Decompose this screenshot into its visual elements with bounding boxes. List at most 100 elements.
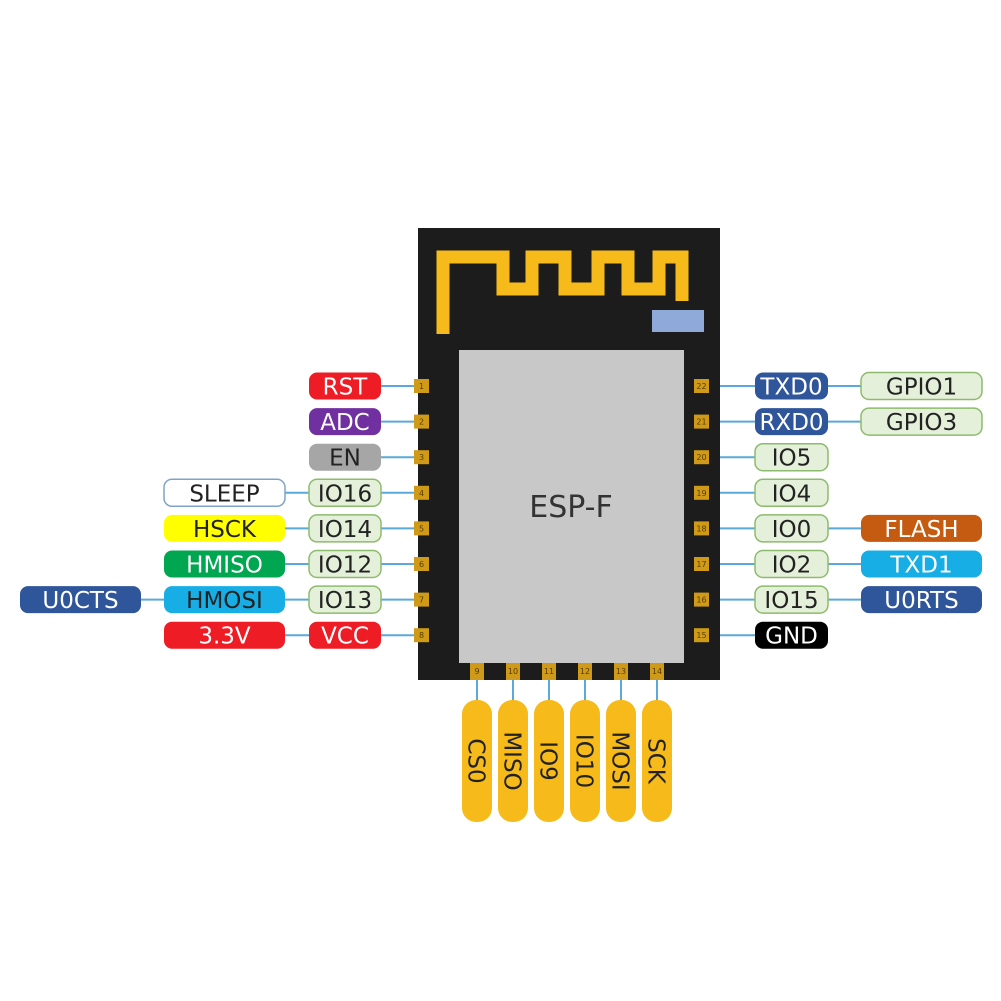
pin-pad (470, 663, 484, 680)
pin-label-box-txd1 (861, 550, 982, 578)
pin-label-u0rts: U0RTS (884, 588, 958, 614)
pin-pad (694, 628, 709, 643)
pin-label-box-io4 (754, 478, 829, 508)
bottom-pin-label-box-miso (498, 700, 528, 822)
pin-pad (694, 379, 709, 393)
pin-pad (694, 450, 709, 465)
pin-pad (414, 592, 429, 607)
pin-label-box-gnd (755, 621, 828, 649)
pin-pad (578, 663, 592, 680)
antenna-trace (436, 250, 689, 334)
pin-label-txd1: TXD1 (889, 553, 952, 579)
status-led (652, 310, 704, 332)
pin-number: 22 (696, 382, 706, 391)
pin-label-hmosi: HMOSI (186, 588, 263, 614)
pin-label-hmiso: HMISO (186, 553, 263, 579)
pin-number: 16 (696, 596, 706, 605)
bottom-pin-label-box-io10 (570, 700, 600, 822)
pin-label-box-vcc (309, 621, 381, 649)
pin-pad (542, 663, 556, 680)
bottom-pin-label-box-mosi (606, 700, 636, 822)
pin-label-flash: FLASH (884, 517, 958, 543)
pin-number: 7 (419, 596, 424, 605)
pin-number: 12 (580, 667, 590, 676)
pin-label-box-sleep (163, 478, 286, 508)
pin-number: 8 (419, 631, 424, 640)
pin-pad (414, 379, 429, 393)
pin-label-box-io14 (308, 514, 382, 543)
pin-label-box-io12 (308, 549, 382, 579)
pin-label-3-3v: 3.3V (198, 624, 251, 650)
pin-pad (414, 414, 429, 429)
pin-label-rst: RST (323, 375, 369, 401)
pin-label-box-io15 (754, 585, 829, 614)
pin-label-hsck: HSCK (193, 517, 257, 543)
pin-label-box-hsck (164, 514, 285, 542)
pin-number: 4 (419, 489, 424, 498)
pin-number: 2 (419, 418, 424, 427)
pin-label-box-flash (861, 514, 982, 542)
pin-label-io16: IO16 (318, 481, 372, 507)
pin-pad (414, 450, 429, 465)
pin-number: 20 (696, 453, 706, 462)
bottom-pin-label-io10: IO10 (571, 734, 597, 788)
pin-number: 11 (544, 667, 554, 676)
pin-label-box-io5 (754, 442, 829, 472)
rf-shield (459, 350, 684, 663)
pin-number: 14 (652, 667, 662, 676)
pin-label-io2: IO2 (772, 553, 812, 579)
pin-label-gpio1: GPIO1 (886, 375, 957, 401)
pin-label-io13: IO13 (318, 588, 372, 614)
pin-label-txd0: TXD0 (759, 375, 822, 401)
bottom-pin-label-box-sck (642, 700, 672, 822)
pin-label-box-io13 (308, 585, 382, 614)
pin-label-io5: IO5 (772, 446, 812, 472)
pin-label-box-u0cts (20, 586, 141, 614)
pin-number: 15 (696, 631, 706, 640)
pin-pad (694, 592, 709, 607)
pin-label-box-en (309, 443, 381, 471)
pin-label-box-hmosi (164, 586, 285, 614)
pin-label-u0cts: U0CTS (42, 588, 118, 614)
pin-label-adc: ADC (320, 410, 370, 436)
pin-pad (694, 521, 709, 536)
pin-label-box-rxd0 (755, 408, 828, 436)
pin-label-box-gpio3 (860, 407, 983, 436)
pin-number: 13 (616, 667, 626, 676)
bottom-pin-label-miso: MISO (499, 731, 525, 790)
pin-label-box-io16 (308, 478, 382, 508)
pin-label-box-rst (309, 372, 381, 400)
pin-pad (414, 485, 429, 500)
pin-label-box-adc (309, 408, 381, 436)
pin-number: 3 (419, 453, 424, 462)
bottom-pin-label-sck: SCK (643, 738, 669, 785)
module-name: ESP-F (529, 490, 613, 525)
pin-number: 5 (419, 524, 424, 533)
bottom-pin-label-box-io9 (534, 700, 564, 822)
pin-pad (506, 663, 520, 680)
pin-label-box-io0 (754, 514, 829, 543)
pin-label-io0: IO0 (772, 517, 812, 543)
pin-pad (414, 628, 429, 643)
bottom-pin-label-mosi: MOSI (607, 731, 633, 790)
pin-pad (414, 521, 429, 536)
pin-label-sleep: SLEEP (189, 481, 259, 507)
pin-label-vcc: VCC (321, 624, 369, 650)
pin-number: 17 (696, 560, 706, 569)
pin-pad (414, 557, 429, 571)
pin-label-rxd0: RXD0 (759, 410, 823, 436)
pin-label-en: EN (329, 446, 361, 472)
pin-label-box-gpio1 (860, 371, 983, 401)
pin-label-box-u0rts (861, 586, 982, 614)
pin-number: 9 (474, 667, 479, 676)
pin-number: 19 (696, 489, 706, 498)
pin-label-io12: IO12 (318, 553, 372, 579)
bottom-pin-label-io9: IO9 (535, 741, 561, 781)
pin-label-box-3-3v (164, 621, 285, 649)
pin-pad (694, 414, 709, 429)
pin-label-box-hmiso (164, 550, 285, 578)
bottom-pin-label-box-cs0 (462, 700, 492, 822)
pin-labels: RSTADCENIO16SLEEPIO14HSCKIO12HMISOIO13HM… (20, 371, 983, 650)
pin-number: 10 (508, 667, 518, 676)
